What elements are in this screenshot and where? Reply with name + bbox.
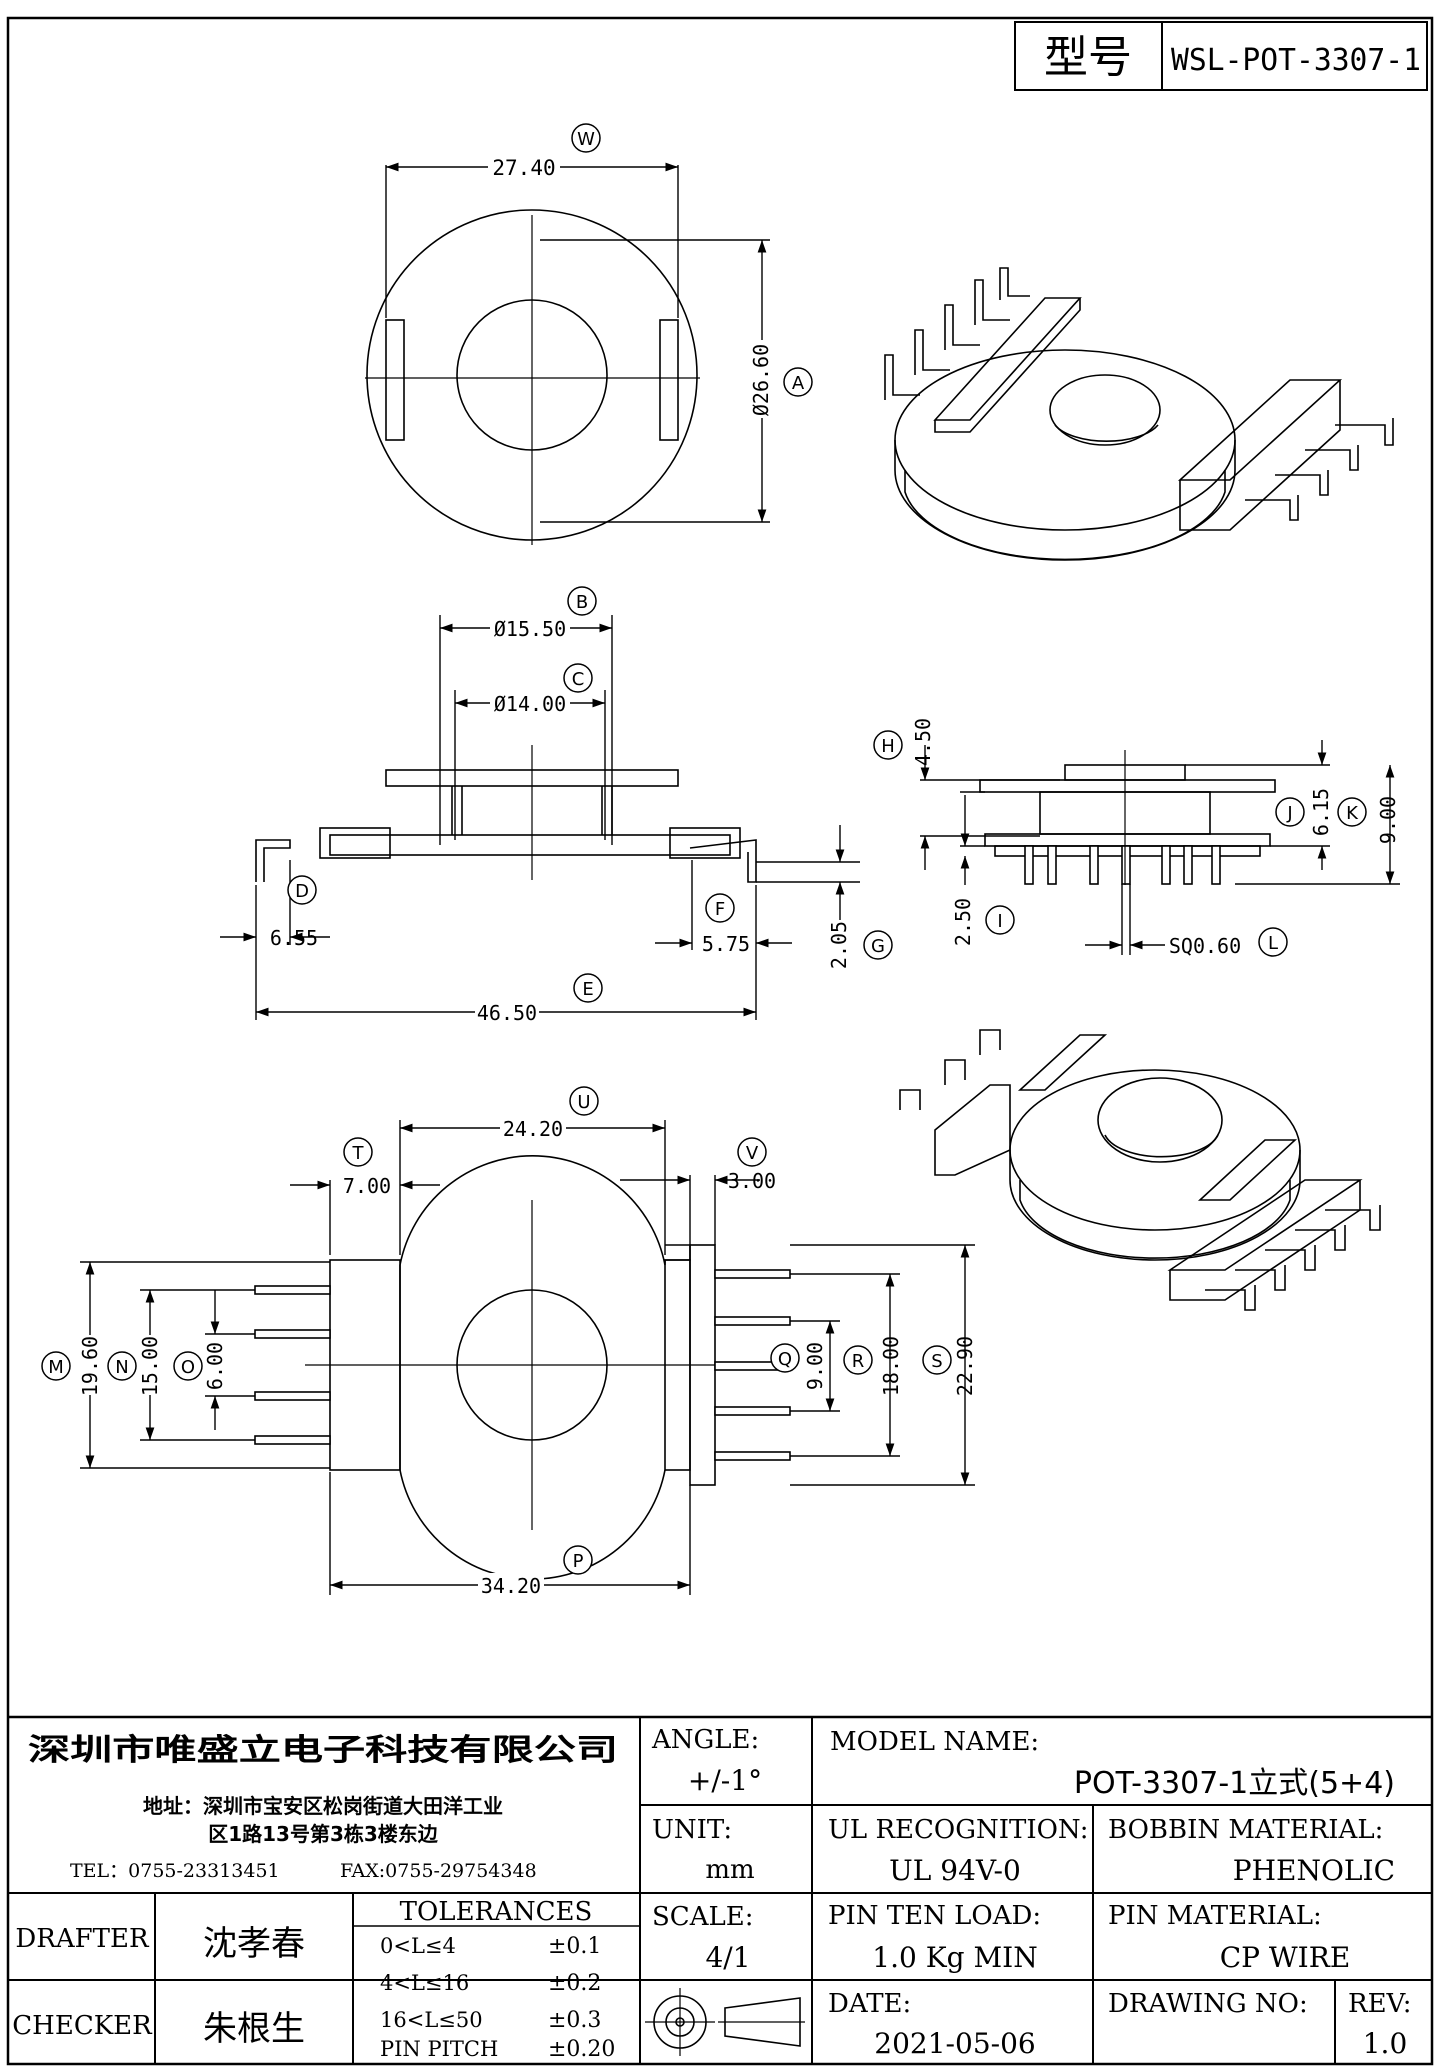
- dim-V-letter: V: [746, 1143, 759, 1164]
- iso-view-top: [884, 267, 1394, 561]
- side-profile-view: 4.50 H 2.50 I 6.15 J 9.00 K SQ0.60 L: [873, 718, 1400, 958]
- model-value: WSL-POT-3307-1: [1171, 43, 1421, 78]
- dim-P-letter: P: [573, 1551, 584, 1572]
- pin-ten-load-value: 1.0 Kg MIN: [872, 1941, 1037, 1974]
- scale-value: 4/1: [705, 1941, 750, 1974]
- dim-D-letter: D: [295, 881, 309, 902]
- dim-E-value: 46.50: [477, 1001, 537, 1025]
- dim-D-value: 6.55: [270, 926, 318, 950]
- tolerance-range-2: 16<L≤50: [380, 2008, 483, 2032]
- dim-L-value: SQ0.60: [1169, 934, 1241, 958]
- dim-N-value: 15.00: [138, 1336, 162, 1396]
- dim-E-letter: E: [582, 979, 593, 1000]
- projection-symbol-icon: [645, 1988, 805, 2056]
- company-tel: TEL：0755-23313451: [70, 1860, 280, 1882]
- dim-H-letter: H: [881, 736, 895, 757]
- dim-I-letter: I: [997, 911, 1002, 932]
- company-name: 深圳市唯盛立电子科技有限公司: [28, 1733, 618, 1768]
- angle-value: +/-1°: [688, 1764, 762, 1797]
- dim-W-value: 27.40: [492, 156, 555, 180]
- tolerance-value-1: ±0.2: [548, 1971, 601, 1996]
- iso-view-bottom: [899, 1029, 1381, 1311]
- model-label: 型号: [1044, 32, 1132, 83]
- tolerance-range-0: 0<L≤4: [380, 1934, 456, 1958]
- dim-W-letter: W: [577, 129, 595, 150]
- dim-T-value: 7.00: [343, 1174, 391, 1198]
- dim-J-value: 6.15: [1309, 788, 1333, 836]
- dim-A-letter: A: [792, 373, 805, 394]
- company-address-2: 区1路13号第3栋3楼东边: [208, 1822, 439, 1846]
- dim-S-value: 22.90: [953, 1336, 977, 1396]
- bobbin-material-value: PHENOLIC: [1233, 1854, 1395, 1887]
- title-block: 深圳市唯盛立电子科技有限公司 地址：深圳市宝安区松岗街道大田洋工业 区1路13号…: [8, 1715, 1432, 2064]
- ul-value: UL 94V-0: [889, 1854, 1021, 1887]
- dim-H-value: 4.50: [911, 718, 935, 766]
- unit-label: UNIT:: [652, 1815, 732, 1845]
- dim-M-value: 19.60: [78, 1336, 102, 1396]
- company-address-1: 地址：深圳市宝安区松岗街道大田洋工业: [143, 1794, 503, 1818]
- dim-S-letter: S: [931, 1351, 942, 1372]
- date-label: DATE:: [828, 1989, 911, 2019]
- dim-G-letter: G: [871, 936, 885, 957]
- bottom-view: 24.20 U 7.00 T 3.00 V 19.60 M 15.00 N: [41, 1086, 977, 1598]
- dim-Q-value: 9.00: [803, 1342, 827, 1390]
- rev-value: 1.0: [1363, 2027, 1408, 2060]
- dim-K-value: 9.00: [1376, 796, 1400, 844]
- model-name-label: MODEL NAME:: [830, 1727, 1039, 1757]
- tolerance-value-2: ±0.3: [548, 2008, 601, 2033]
- unit-value: mm: [705, 1855, 754, 1885]
- dim-G-value: 2.05: [827, 921, 851, 969]
- scale-label: SCALE:: [652, 1902, 754, 1932]
- dim-V-value: 3.00: [728, 1169, 776, 1193]
- dim-M-letter: M: [48, 1357, 64, 1378]
- dim-J-letter: J: [1286, 803, 1292, 824]
- tolerance-value-3: ±0.20: [548, 2037, 615, 2062]
- dim-T-letter: T: [352, 1143, 365, 1164]
- tolerances-header: TOLERANCES: [400, 1897, 593, 1927]
- dim-O-letter: O: [181, 1357, 195, 1378]
- checker-name: 朱根生: [203, 2009, 305, 2049]
- top-model-box: 型号 WSL-POT-3307-1: [1014, 21, 1428, 91]
- dim-C-value: Ø14.00: [494, 692, 566, 716]
- drafter-name: 沈孝春: [203, 1924, 305, 1964]
- dim-Q-letter: Q: [778, 1349, 792, 1370]
- side-view: Ø15.50 B Ø14.00 C 6.55 D 46.50 E 5.75 F: [220, 586, 893, 1025]
- dim-B-value: Ø15.50: [494, 617, 566, 641]
- tolerance-range-1: 4<L≤16: [380, 1971, 469, 1995]
- dim-P-value: 34.20: [481, 1574, 541, 1598]
- dim-C-letter: C: [572, 669, 585, 690]
- dim-R-value: 18.00: [879, 1336, 903, 1396]
- date-value: 2021-05-06: [874, 2027, 1035, 2060]
- drawing-no-label: DRAWING NO:: [1108, 1989, 1308, 2019]
- dim-N-letter: N: [115, 1357, 128, 1378]
- dim-K-letter: K: [1346, 803, 1359, 824]
- checker-label: CHECKER: [12, 2011, 153, 2041]
- sheet-border: [6, 16, 1434, 2066]
- dim-L-letter: L: [1268, 933, 1278, 954]
- dim-B-letter: B: [576, 592, 588, 613]
- tolerance-value-0: ±0.1: [548, 1934, 601, 1959]
- dim-A-value: Ø26.60: [749, 344, 773, 416]
- pin-material-label: PIN MATERIAL:: [1108, 1901, 1322, 1931]
- dim-F-letter: F: [715, 899, 725, 920]
- dim-R-letter: R: [852, 1351, 865, 1372]
- tolerance-range-3: PIN PITCH: [380, 2037, 498, 2061]
- ul-label: UL RECOGNITION:: [828, 1815, 1089, 1845]
- company-fax: FAX:0755-29754348: [340, 1860, 537, 1882]
- dim-U-letter: U: [577, 1092, 590, 1113]
- dim-O-value: 6.00: [203, 1342, 227, 1390]
- angle-label: ANGLE:: [651, 1725, 759, 1755]
- bobbin-material-label: BOBBIN MATERIAL:: [1108, 1815, 1383, 1845]
- rev-label: REV:: [1348, 1989, 1411, 2019]
- pin-material-value: CP WIRE: [1220, 1941, 1351, 1974]
- top-view: 27.40 W Ø26.60 A: [365, 123, 813, 545]
- model-name-value: POT-3307-1立式(5+4): [1074, 1766, 1395, 1801]
- pin-ten-load-label: PIN TEN LOAD:: [828, 1901, 1041, 1931]
- dim-U-value: 24.20: [503, 1117, 563, 1141]
- drafter-label: DRAFTER: [15, 1924, 150, 1954]
- dim-I-value: 2.50: [951, 898, 975, 946]
- dim-F-value: 5.75: [702, 932, 750, 956]
